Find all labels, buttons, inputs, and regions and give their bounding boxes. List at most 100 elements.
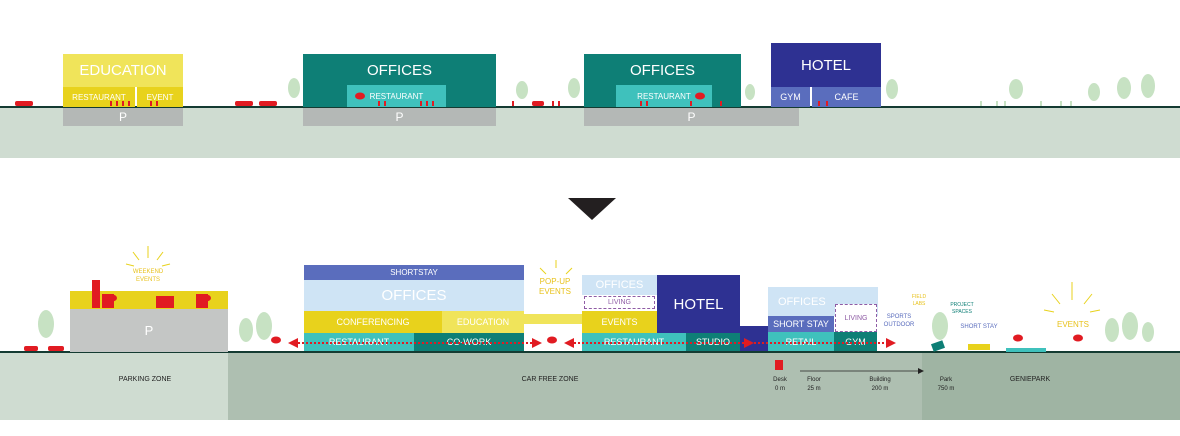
flow-arrow-icon bbox=[564, 338, 574, 348]
scale-floor-label: Floor bbox=[807, 376, 821, 383]
person-icon bbox=[128, 101, 130, 106]
offices-mid-block: OFFICES bbox=[582, 275, 657, 295]
ray bbox=[161, 263, 171, 267]
scale-park-distance: 750 m bbox=[937, 385, 955, 392]
shrub bbox=[980, 101, 982, 106]
hotel-block: HOTEL bbox=[771, 43, 881, 87]
scale-building-distance: 200 m bbox=[871, 385, 889, 392]
car-icon bbox=[532, 101, 544, 106]
speech-bubble-icon bbox=[271, 336, 281, 344]
parking-block-2: P bbox=[303, 108, 496, 126]
person-icon bbox=[122, 101, 124, 106]
pond bbox=[1006, 348, 1046, 352]
short-stay-block: SHORT STAY bbox=[768, 316, 834, 332]
person-icon bbox=[690, 101, 692, 106]
person-icon bbox=[378, 101, 380, 106]
speech-bubble-icon bbox=[355, 92, 365, 100]
tree bbox=[1122, 312, 1138, 340]
project-space-object bbox=[930, 340, 946, 352]
bottom-ground-line bbox=[0, 351, 1180, 353]
studio-block: STUDIO bbox=[686, 333, 740, 351]
ray bbox=[565, 267, 573, 275]
cowork-block: CO-WORK bbox=[414, 333, 524, 351]
conferencing-block: CONFERENCING bbox=[304, 311, 442, 333]
top-decorations bbox=[15, 74, 1155, 106]
tree bbox=[932, 312, 948, 340]
weekend-events-label: WEEKEND EVENTS bbox=[132, 269, 164, 283]
person-icon bbox=[640, 101, 642, 106]
scale-park-label: Park bbox=[939, 376, 953, 383]
living-right-block: LIVING bbox=[835, 304, 877, 332]
ray bbox=[1089, 309, 1101, 313]
tree bbox=[1009, 79, 1023, 99]
hotel-block-bottom: HOTEL bbox=[657, 275, 740, 333]
scale-arrow-icon bbox=[918, 368, 924, 374]
person-icon bbox=[512, 101, 514, 106]
geniepark-ground bbox=[922, 353, 1180, 420]
car-icon bbox=[235, 101, 253, 106]
offices-main-block: OFFICES bbox=[304, 280, 524, 311]
tree bbox=[288, 78, 300, 98]
person-icon bbox=[384, 101, 386, 106]
speech-bubble-icon bbox=[1013, 334, 1023, 342]
ray bbox=[1051, 293, 1061, 305]
car-icon bbox=[259, 101, 277, 106]
geniepark-label: GENIEPARK bbox=[1009, 375, 1051, 383]
events-mid-band bbox=[524, 314, 582, 324]
shrub bbox=[1004, 101, 1006, 106]
person-icon bbox=[156, 101, 158, 106]
speech-bubble-icon bbox=[201, 294, 211, 302]
speech-bubble-icon bbox=[1073, 334, 1083, 342]
hotel-gym: GYM bbox=[771, 87, 810, 107]
tree bbox=[568, 78, 580, 98]
top-ground-line bbox=[0, 106, 1180, 108]
speech-bubble-icon bbox=[107, 294, 117, 302]
living-mid-block: LIVING bbox=[584, 296, 655, 309]
tree bbox=[1117, 77, 1131, 99]
flow-arrow-icon bbox=[886, 338, 896, 348]
rooftop-structure bbox=[156, 296, 174, 308]
flow-arrow-icon bbox=[288, 338, 298, 348]
scale-desk-distance: 0 m bbox=[774, 385, 785, 392]
tree bbox=[745, 84, 755, 100]
person-icon bbox=[552, 101, 554, 106]
speech-bubble-icon bbox=[547, 336, 557, 344]
down-arrow-icon bbox=[568, 198, 616, 220]
car-icon bbox=[24, 346, 38, 351]
tree bbox=[256, 312, 272, 340]
car-free-zone-label: CAR FREE ZONE bbox=[521, 375, 579, 383]
ray bbox=[539, 267, 547, 275]
ray bbox=[125, 263, 135, 267]
person-icon bbox=[558, 101, 560, 106]
tree bbox=[38, 310, 54, 338]
short-stay-object bbox=[968, 344, 990, 350]
shrub bbox=[1040, 101, 1042, 106]
popup-events-label: POP-UP EVENTS bbox=[538, 277, 571, 296]
parking-zone-label: PARKING ZONE bbox=[118, 375, 172, 383]
education-block-bottom: EDUCATION bbox=[442, 311, 524, 333]
parking-zone-ground bbox=[0, 353, 228, 420]
ray bbox=[156, 251, 164, 261]
sports-outdoor-label: SPORTS OUTDOOR bbox=[883, 314, 915, 328]
events-right-label: EVENTS bbox=[1056, 319, 1089, 329]
bottom-decorations bbox=[24, 246, 1154, 374]
car-icon bbox=[15, 101, 33, 106]
person-icon bbox=[150, 101, 152, 106]
events-mid-block: EVENTS bbox=[582, 311, 657, 333]
field-labs-label: FIELD LABS bbox=[911, 294, 927, 307]
tree bbox=[886, 79, 898, 99]
scale-floor-distance: 25 m bbox=[807, 385, 821, 392]
hotel-cafe: CAFE bbox=[812, 87, 881, 107]
person-icon bbox=[646, 101, 648, 106]
ray bbox=[1043, 309, 1055, 313]
tree bbox=[1142, 322, 1154, 342]
scale-desk-label: Desk bbox=[773, 376, 787, 383]
ray bbox=[1083, 293, 1093, 305]
tree bbox=[1141, 74, 1155, 98]
speech-bubble-icon bbox=[695, 92, 705, 100]
flow-arrow-icon bbox=[532, 338, 542, 348]
retail-block: RETAIL bbox=[768, 332, 834, 351]
parking-block-3: P bbox=[584, 108, 799, 126]
rooftop-structure bbox=[92, 280, 100, 308]
